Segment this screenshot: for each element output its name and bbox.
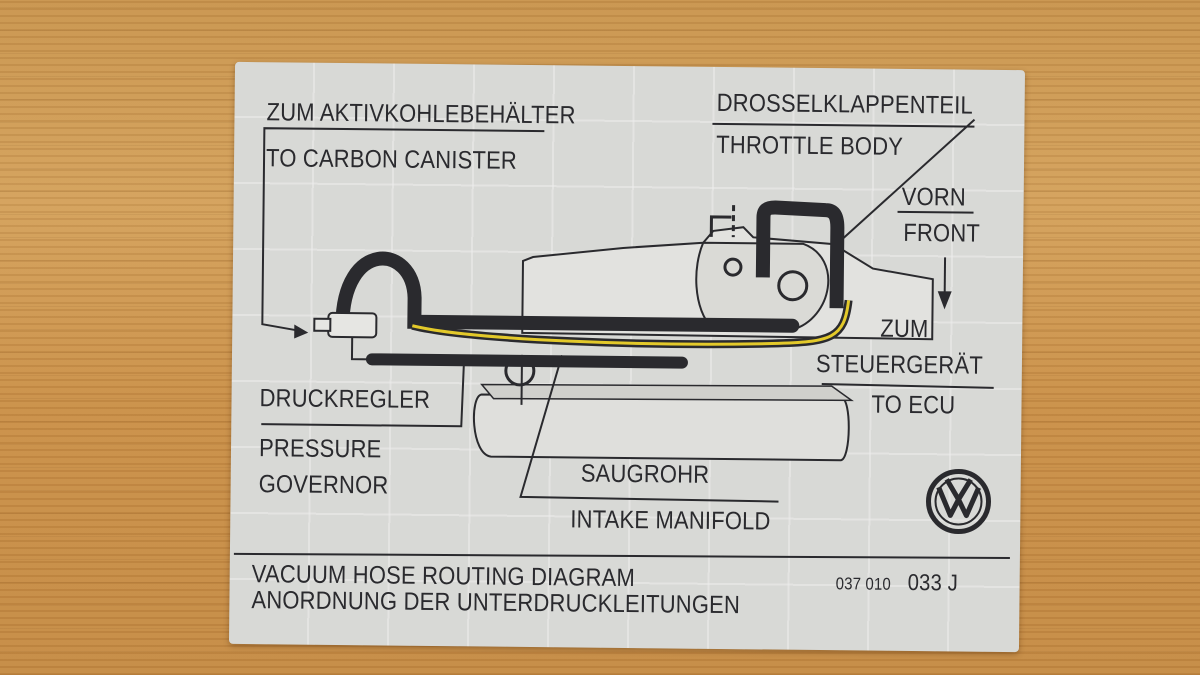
vacuum-hose-throttle-loop (755, 200, 845, 309)
ecu-leader-line (821, 383, 994, 389)
intake-manifold-shape (472, 393, 850, 462)
ecu-label-en: TO ECU (871, 390, 956, 420)
throttle-leader-line (842, 118, 976, 239)
intake-manifold-label-de: SAUGROHR (580, 459, 710, 489)
carbon-canister-label-en: TO CARBON CANISTER (265, 144, 518, 175)
engine-diagram (233, 118, 1010, 560)
throttle-body-label-en: THROTTLE BODY (716, 130, 904, 161)
carbon-canister-label-de: ZUM AKTIVKOHLEBEHÄLTER (266, 98, 576, 130)
part-number-prefix: 037 010 (835, 574, 892, 594)
front-arrow-icon (937, 291, 952, 310)
front-label-en: FRONT (903, 218, 981, 248)
pressure-regulator-label-en-line1: PRESSURE (258, 434, 382, 464)
vacuum-hose-upper (335, 251, 800, 333)
pressure-regulator-shape (327, 311, 378, 339)
manifold-leader-line (519, 355, 779, 503)
front-label-de: VORN (901, 182, 967, 212)
throttle-body-label-de: DROSSELKLAPPENTEIL (716, 88, 974, 120)
footer-title-de: ANORDNUNG DER UNTERDRUCKLEITUNGEN (251, 586, 741, 620)
ecu-label-de-line2: STEUERGERÄT (815, 349, 984, 380)
part-number-suffix: 033 J (907, 568, 959, 596)
vacuum-hose-lower (365, 353, 688, 369)
pressure-regulator-label-en-line2: GOVERNOR (258, 470, 389, 500)
ecu-label-de-line1: ZUM (880, 314, 929, 344)
carbon-arrow-icon (294, 324, 309, 339)
footer-rule (233, 552, 1010, 560)
intake-manifold-label-en: INTAKE MANIFOLD (570, 505, 771, 536)
pressure-regulator-label-de: DRUCKREGLER (259, 384, 431, 414)
throttle-valve-icon (777, 270, 809, 302)
vw-logo-icon (926, 468, 992, 534)
vacuum-diagram-label: ZUM AKTIVKOHLEBEHÄLTER TO CARBON CANISTE… (228, 61, 1026, 653)
carbon-leader-line (261, 127, 545, 332)
regulator-leader-line (261, 362, 465, 428)
